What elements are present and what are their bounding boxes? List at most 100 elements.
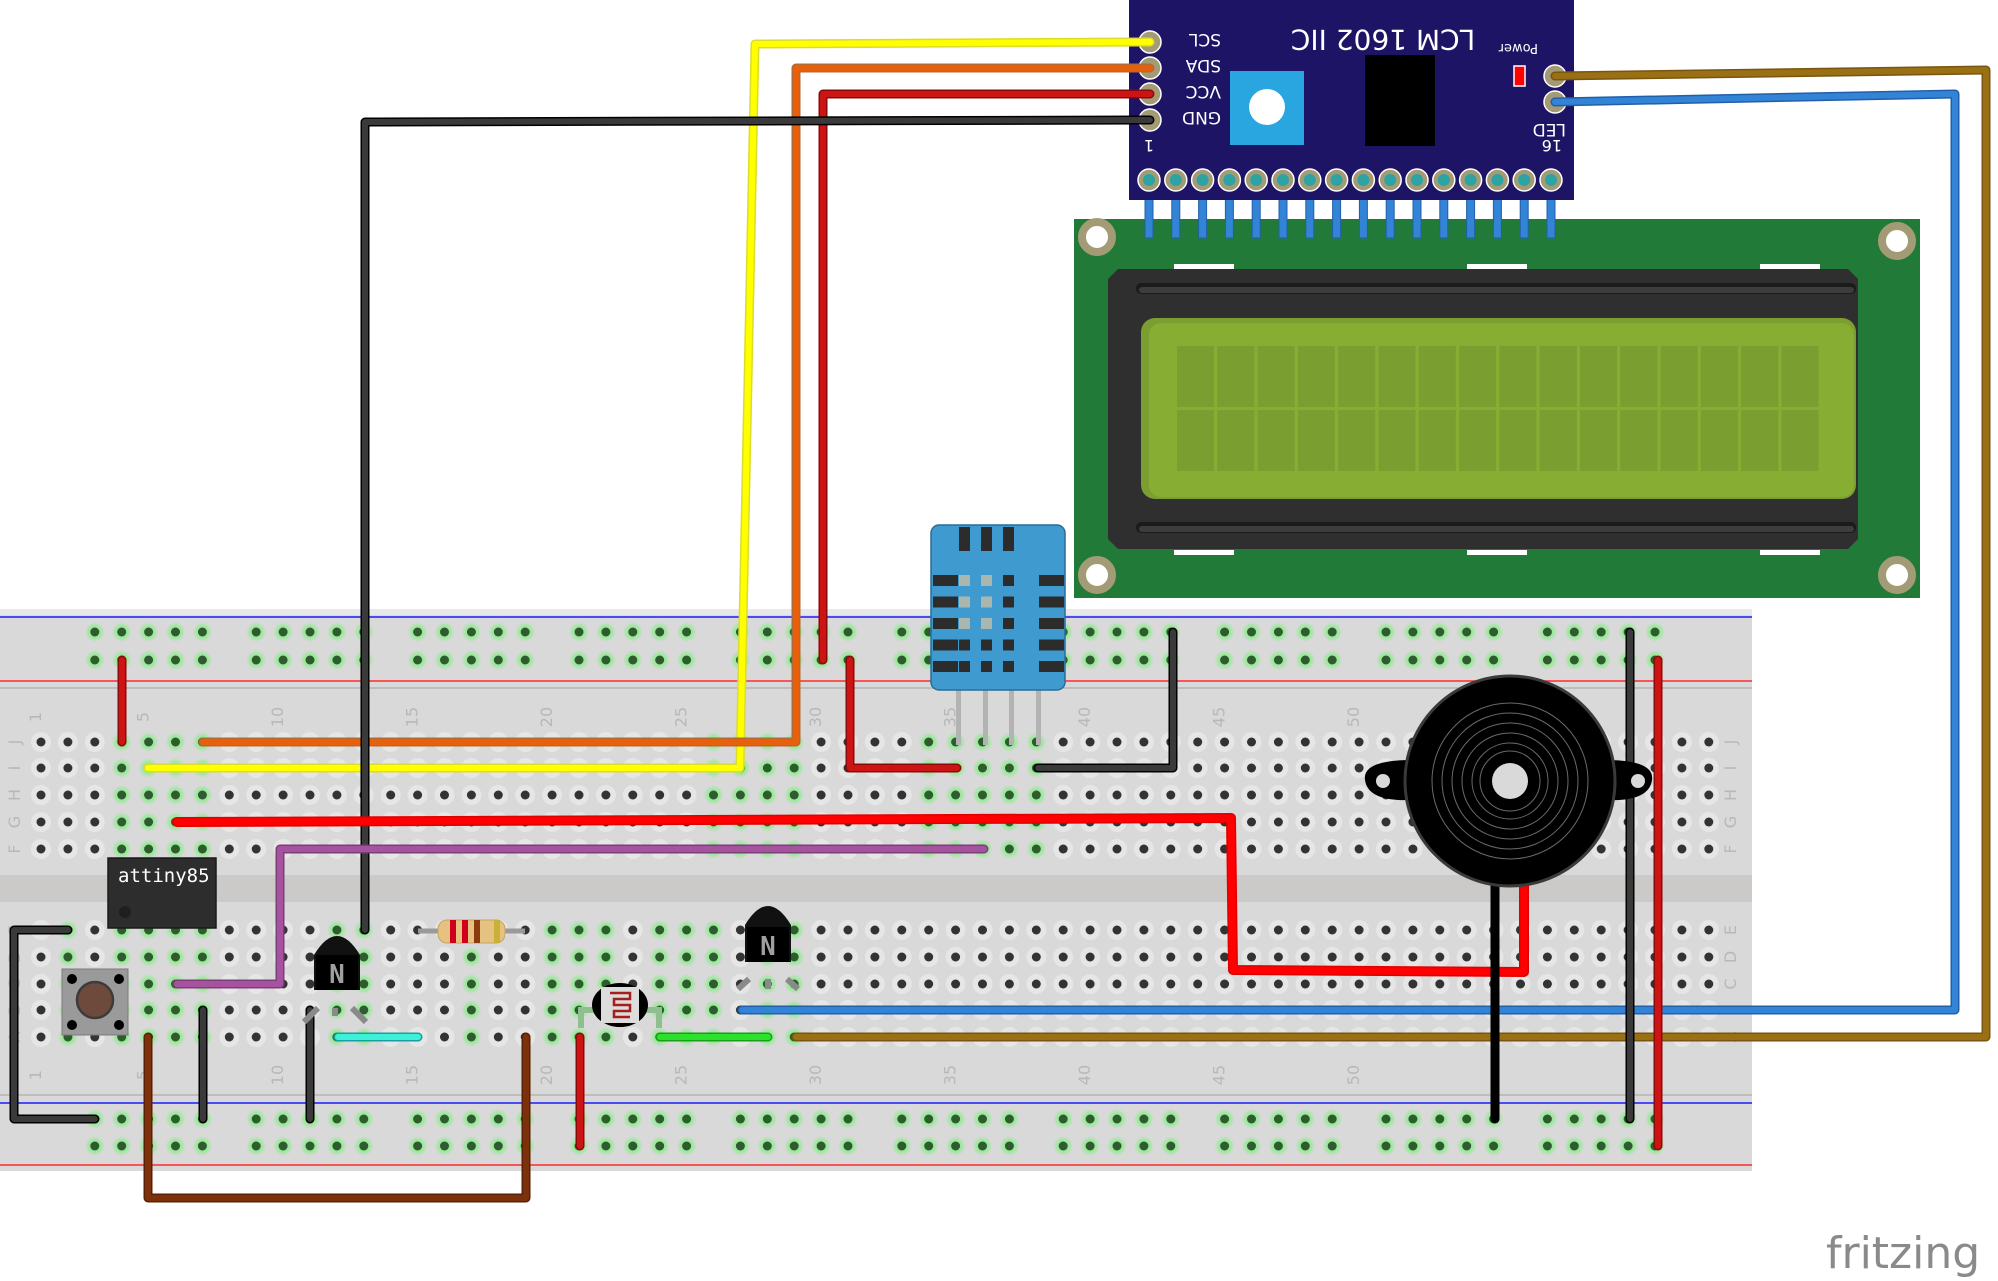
breadboard-hole: [816, 737, 826, 747]
breadboard-hole: [144, 952, 154, 962]
lcd-cell: [1338, 346, 1376, 407]
breadboard-hole: [1435, 979, 1445, 989]
lcd-cell: [1177, 410, 1214, 471]
rail-hole: [440, 627, 449, 637]
rail-hole: [924, 1114, 934, 1124]
breadboard-hole: [1247, 763, 1256, 773]
lcd-module: [1072, 217, 1922, 600]
rail-hole: [493, 655, 503, 665]
breadboard-hole: [1112, 790, 1122, 800]
breadboard-hole: [1354, 790, 1364, 800]
lcd-cell: [1217, 346, 1255, 407]
rail-hole: [278, 655, 288, 665]
chip-body[interactable]: [107, 857, 217, 929]
breadboard-hole: [1354, 979, 1364, 989]
breadboard-hole: [1058, 790, 1068, 800]
button-cap[interactable]: [75, 980, 115, 1020]
breadboard-hole: [413, 979, 423, 989]
rail-hole: [1327, 627, 1337, 637]
dht-vent: [981, 639, 992, 651]
fritzing-logo: fritzing: [1826, 1228, 1980, 1279]
rail-hole: [1435, 627, 1445, 637]
button-corner: [67, 1020, 77, 1030]
rail-hole: [601, 1114, 611, 1124]
breadboard-hole: [1300, 844, 1310, 854]
breadboard-hole: [1220, 790, 1230, 800]
breadboard-hole: [305, 979, 315, 989]
lcd-cell: [1781, 346, 1819, 407]
lcd-cell: [1257, 346, 1295, 407]
resistor-band: [462, 920, 468, 943]
breadboard-hole: [924, 925, 934, 935]
resistor-bands: [450, 920, 500, 943]
pushbutton[interactable]: [61, 968, 129, 1036]
rail-hole: [251, 1141, 261, 1151]
rail-hole: [466, 1114, 476, 1124]
breadboard-hole: [951, 790, 961, 800]
dht-slot: [1039, 639, 1064, 651]
breadboard-hole: [735, 952, 745, 962]
column-number-label: 50: [1344, 1065, 1363, 1085]
dht-vent: [1003, 618, 1014, 629]
breadboard-hole: [628, 1032, 638, 1042]
rail-hole: [413, 1114, 423, 1124]
rail-hole: [171, 627, 180, 637]
rail-hole: [816, 1114, 826, 1124]
breadboard-hole: [90, 737, 100, 747]
breadboard-hole: [1704, 979, 1714, 989]
rail-hole: [1139, 1141, 1149, 1151]
trimpot-knob[interactable]: [1249, 89, 1285, 125]
breadboard-hole: [1327, 844, 1337, 854]
transistor-legs: [735, 976, 801, 992]
breadboard-hole: [1596, 844, 1606, 854]
breadboard-hole: [789, 763, 799, 773]
rail-hole: [197, 1141, 207, 1151]
lcd-character-cells: [1177, 346, 1819, 471]
breadboard-hole: [251, 1032, 261, 1042]
rail-hole: [1435, 655, 1445, 665]
breadboard-hole: [1085, 737, 1095, 747]
breadboard-hole: [816, 952, 826, 962]
bezel-slot-top-inner: [1139, 287, 1854, 293]
breadboard-hole: [897, 737, 907, 747]
wires: [9, 37, 1991, 1203]
breadboard-hole: [466, 952, 476, 962]
rail-hole: [1596, 627, 1606, 637]
breadboard-hole: [816, 790, 826, 800]
lcd-cell: [1297, 410, 1335, 471]
breadboard-hole: [1381, 817, 1391, 827]
breadboard-hole: [1085, 790, 1095, 800]
breadboard-hole: [1596, 979, 1606, 989]
breadboard-hole: [1220, 737, 1230, 747]
breadboard-hole: [1085, 925, 1095, 935]
breadboard-hole: [1704, 952, 1714, 962]
rail-hole: [762, 1114, 772, 1124]
breadboard-hole: [305, 925, 315, 935]
breadboard-hole: [63, 952, 73, 962]
attiny85-chip[interactable]: attiny85: [107, 857, 217, 929]
breadboard-hole: [466, 1032, 476, 1042]
rail-hole: [359, 1141, 369, 1151]
breadboard-hole: [870, 952, 880, 962]
header-pad-center: [1196, 174, 1209, 186]
breadboard-hole: [1273, 844, 1283, 854]
header-pad-center: [1169, 174, 1182, 186]
breadboard-hole: [1569, 952, 1579, 962]
rail-hole: [762, 627, 772, 637]
rail-hole: [1408, 655, 1418, 665]
rail-hole: [359, 1114, 369, 1124]
rail-hole: [251, 655, 261, 665]
center-channel: [0, 875, 1752, 902]
breadboard-hole: [1220, 952, 1230, 962]
breadboard-hole: [1247, 737, 1256, 747]
breadboard-hole: [224, 844, 234, 854]
breadboard-hole: [628, 790, 638, 800]
breadboard-hole: [359, 1005, 369, 1015]
rail-hole: [1462, 1114, 1472, 1124]
breadboard-hole: [1139, 925, 1149, 935]
breadboard-hole: [1354, 844, 1364, 854]
row-label: J: [1721, 740, 1740, 746]
breadboard-hole: [1004, 844, 1014, 854]
breadboard-hole: [1058, 925, 1068, 935]
lcd-cell: [1499, 346, 1537, 407]
